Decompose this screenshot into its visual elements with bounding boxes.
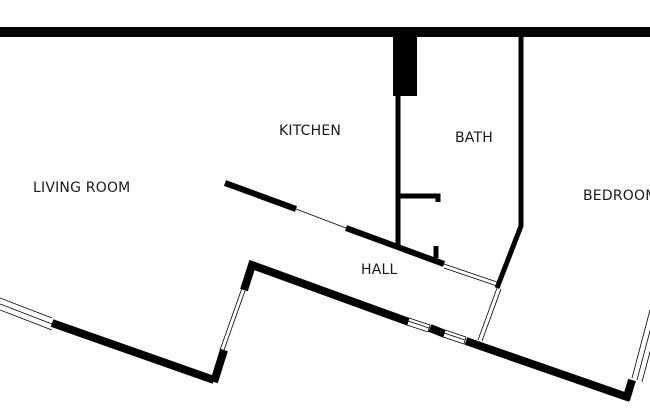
- bedroom-lower-wall: [464, 337, 632, 402]
- kitchen-label: KITCHEN: [279, 123, 341, 139]
- hall-window-1: [406, 317, 431, 333]
- bumpout-wall-upper: [240, 259, 411, 326]
- bumpout-wall-lower: [210, 348, 228, 384]
- kitchen-partition-right: [344, 225, 446, 267]
- living-room-window: [0, 297, 53, 331]
- bath-doorway-edge-2: [443, 267, 498, 287]
- bumpout-opening-1: [223, 287, 247, 351]
- bedroom-label: BEDROOM: [583, 188, 650, 204]
- top-exterior-wall: [0, 27, 650, 37]
- kitchen-opening-edge: [295, 208, 347, 229]
- hall-wall-between-windows: [428, 324, 447, 338]
- living-room-lower-wall: [50, 319, 216, 384]
- bath-bedroom-wall: [494, 36, 524, 289]
- bath-label: BATH: [455, 130, 493, 146]
- bedroom-corner-wall: [622, 378, 636, 402]
- bath-doorway-edge-1: [443, 263, 498, 283]
- bumpout-opening-2: [219, 287, 243, 351]
- living-room-label: LIVING ROOM: [33, 180, 130, 196]
- kitchen-partition-left: [223, 180, 298, 212]
- bath-closet-shelf-upper: [398, 193, 441, 202]
- hall-window-2: [442, 329, 467, 345]
- bedroom-doorway-edge-2: [481, 288, 502, 342]
- bedroom-window: [631, 309, 650, 383]
- bedroom-doorway-edge-1: [477, 287, 498, 341]
- hall-label: HALL: [361, 262, 398, 278]
